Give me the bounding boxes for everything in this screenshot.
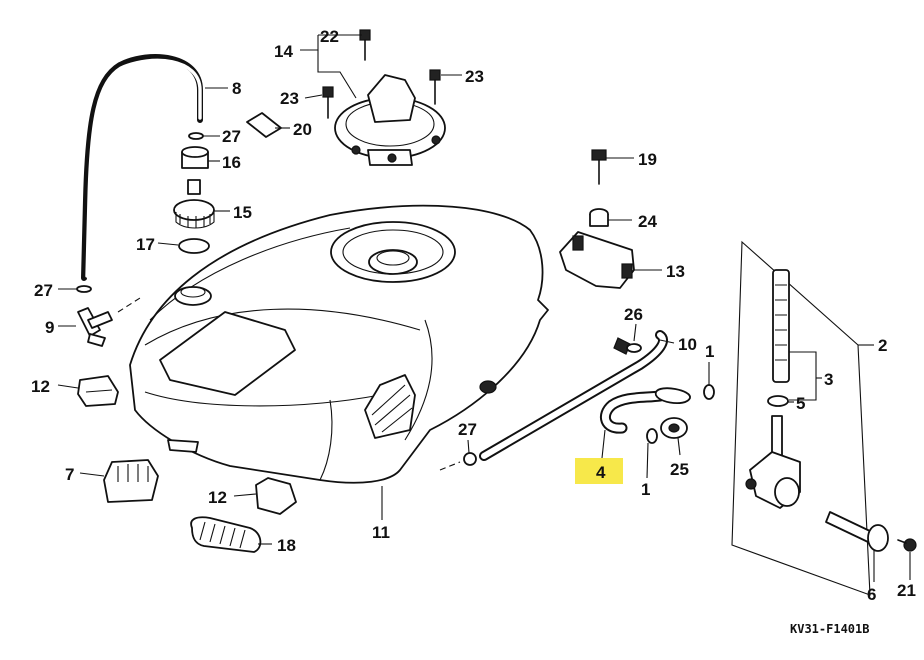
callout-2[interactable]: 2 — [878, 336, 887, 355]
callout-16[interactable]: 16 — [222, 153, 241, 172]
callout-26[interactable]: 26 — [624, 305, 643, 324]
callout-25[interactable]: 25 — [670, 460, 689, 479]
callout-27-hose[interactable]: 27 — [458, 420, 477, 439]
callout-21[interactable]: 21 — [897, 581, 916, 600]
clip-25[interactable] — [660, 417, 688, 439]
filler-cap-assembly[interactable] — [334, 74, 446, 166]
callout-22[interactable]: 22 — [320, 27, 339, 46]
clip-1-upper[interactable] — [703, 384, 715, 400]
callout-labels: 22 14 23 23 8 27 20 16 15 17 27 9 12 7 1… — [31, 27, 916, 636]
callout-13[interactable]: 13 — [666, 262, 685, 281]
drain-bolt-6[interactable] — [825, 511, 889, 552]
callout-8[interactable]: 8 — [232, 79, 241, 98]
clip-27-upper[interactable] — [188, 132, 204, 140]
callout-11[interactable]: 11 — [372, 523, 390, 542]
callout-14[interactable]: 14 — [274, 42, 293, 61]
callout-12-left[interactable]: 12 — [31, 377, 50, 396]
o-ring-5[interactable] — [767, 395, 789, 407]
callout-10[interactable]: 10 — [678, 335, 697, 354]
callout-4[interactable]: 4 — [596, 463, 606, 482]
seal-20[interactable] — [246, 112, 282, 138]
rubber-mount-7[interactable] — [103, 459, 159, 503]
callout-5[interactable]: 5 — [796, 394, 805, 413]
callout-18[interactable]: 18 — [277, 536, 296, 555]
clip-1-lower[interactable] — [646, 428, 658, 444]
callout-7[interactable]: 7 — [65, 465, 74, 484]
callout-24[interactable]: 24 — [638, 212, 657, 231]
callout-17[interactable]: 17 — [136, 235, 155, 254]
screw-21[interactable] — [897, 538, 917, 552]
vent-valve-15[interactable] — [173, 179, 215, 229]
callout-12-right[interactable]: 12 — [208, 488, 227, 507]
callout-23-left[interactable]: 23 — [280, 89, 299, 108]
hose-sleeve[interactable] — [655, 387, 691, 405]
clip-27-lower[interactable] — [76, 285, 92, 293]
clip-26[interactable] — [613, 337, 642, 355]
callout-23-right[interactable]: 23 — [465, 67, 484, 86]
o-ring-17[interactable] — [178, 238, 210, 254]
rubber-12-left[interactable] — [77, 375, 119, 407]
clip-27-hose[interactable] — [463, 452, 477, 466]
collar-24[interactable] — [589, 208, 609, 227]
diagram-code: KV31-F1401B — [790, 622, 869, 636]
part-4-highlight — [575, 458, 623, 484]
callout-1-upper[interactable]: 1 — [705, 342, 714, 361]
callout-3[interactable]: 3 — [824, 370, 833, 389]
bolt-23-right[interactable] — [429, 69, 441, 105]
cushion-18[interactable] — [190, 516, 262, 553]
fuel-tank[interactable] — [129, 204, 549, 484]
callout-1-lower[interactable]: 1 — [641, 480, 650, 499]
bolt-23-left[interactable] — [322, 86, 334, 119]
cap-16[interactable] — [181, 146, 209, 169]
callout-15[interactable]: 15 — [233, 203, 252, 222]
fuel-valve-body[interactable] — [745, 415, 801, 509]
rubber-12-right[interactable] — [255, 477, 297, 515]
joint-9[interactable] — [77, 297, 141, 347]
bracket-13[interactable] — [559, 231, 635, 289]
callout-19[interactable]: 19 — [638, 150, 657, 169]
strainer-3[interactable] — [772, 269, 790, 383]
callout-27-upper[interactable]: 27 — [222, 127, 241, 146]
valve-assembly-frame — [731, 240, 871, 596]
callout-9[interactable]: 9 — [45, 318, 54, 337]
leader-lines — [57, 34, 911, 582]
callout-20[interactable]: 20 — [293, 120, 312, 139]
bolt-19[interactable] — [591, 149, 607, 185]
callout-6[interactable]: 6 — [867, 585, 876, 604]
callout-27-left[interactable]: 27 — [34, 281, 53, 300]
